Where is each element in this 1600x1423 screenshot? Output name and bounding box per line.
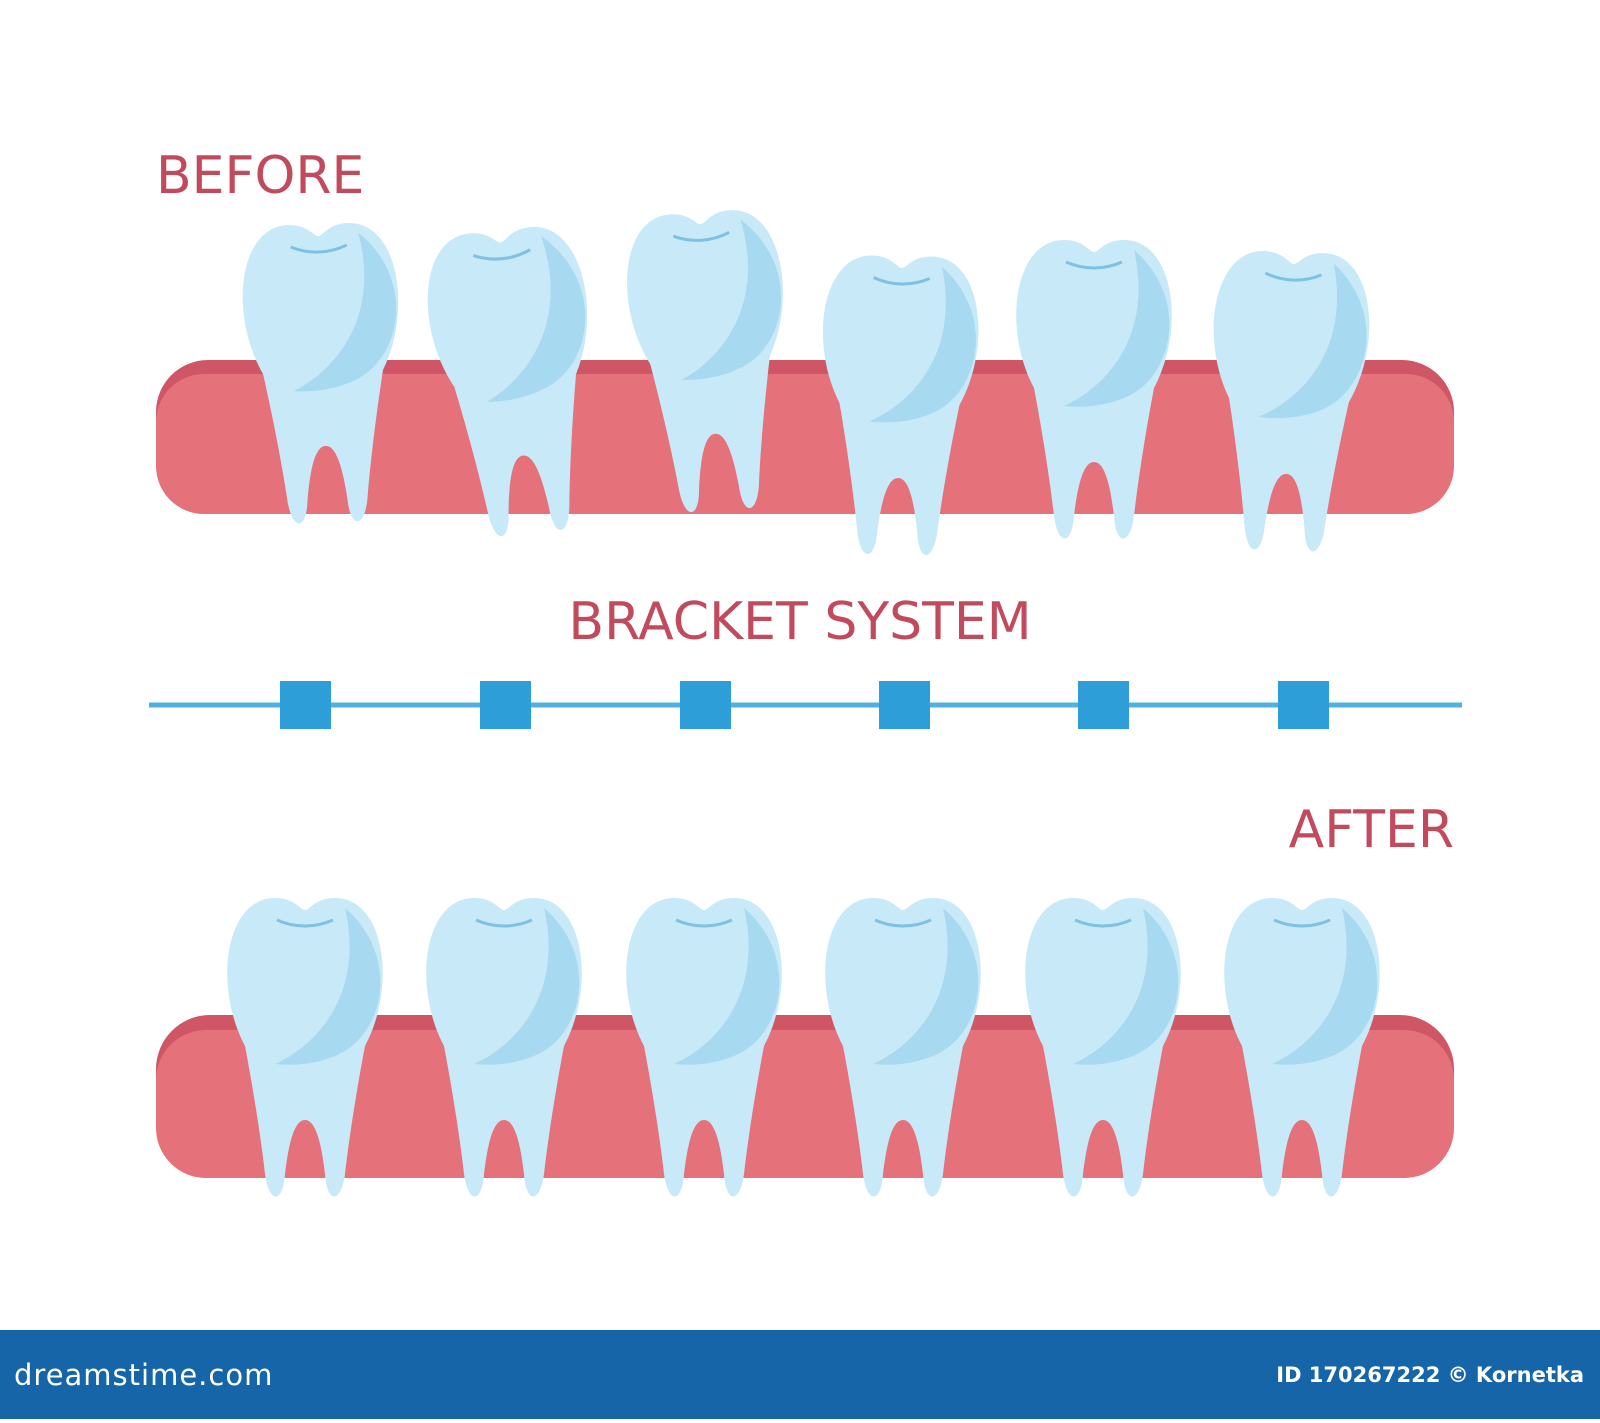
bracket-system-label: BRACKET SYSTEM <box>568 592 1032 652</box>
bracket-icon <box>480 681 531 729</box>
footer-credit: ID 170267222 © Kornetka <box>1276 1362 1584 1387</box>
bracket-icon <box>1278 681 1329 729</box>
bracket-icon <box>879 681 930 729</box>
bracket-icon <box>680 681 731 729</box>
footer-bar: dreamstime.com ID 170267222 © Kornetka <box>0 1330 1600 1419</box>
bracket-system <box>149 681 1462 729</box>
after-label: AFTER <box>1288 800 1454 860</box>
bracket-icon <box>1078 681 1129 729</box>
bracket-icon <box>280 681 331 729</box>
before-label: BEFORE <box>156 146 365 206</box>
footer-brand[interactable]: dreamstime.com <box>14 1357 274 1392</box>
